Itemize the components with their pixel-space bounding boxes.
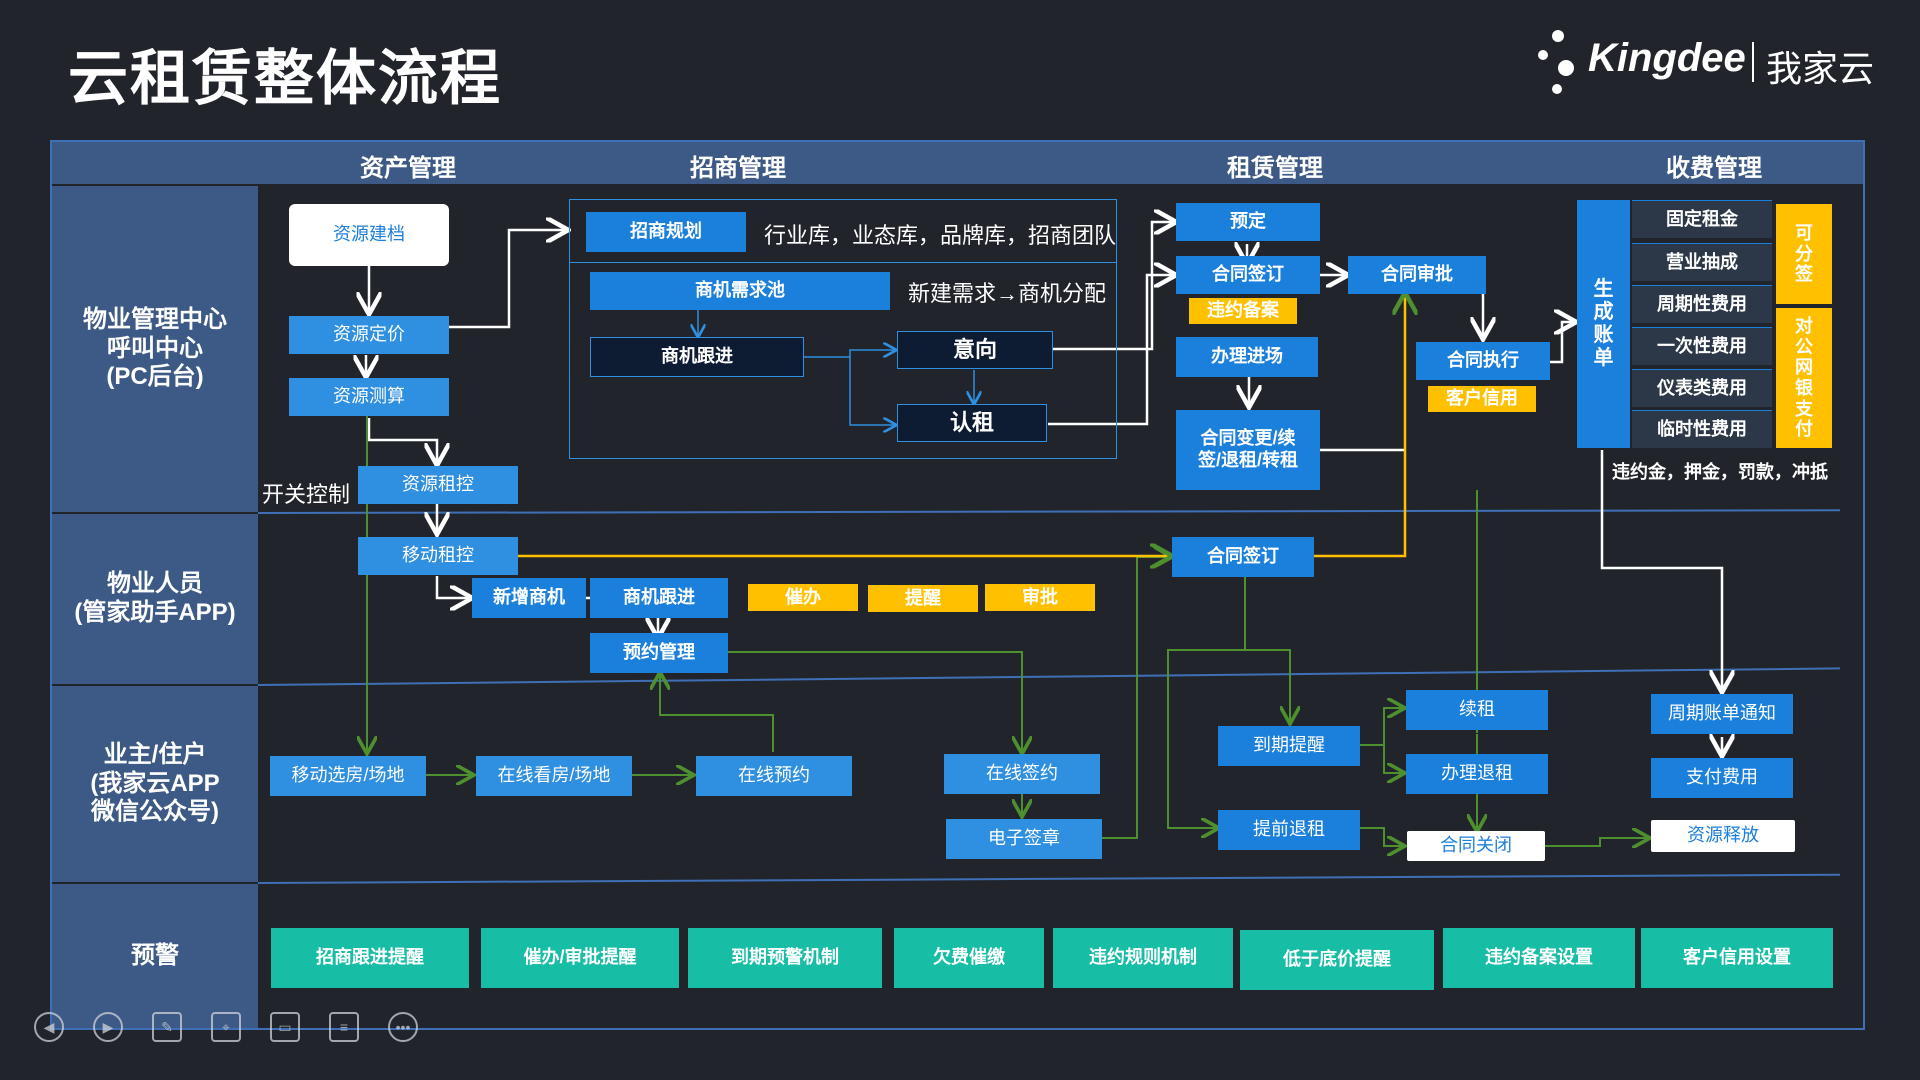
contract-sign-mobile-box: 合同签订	[1172, 537, 1314, 577]
page-title: 云租赁整体流程	[68, 45, 502, 112]
resource-pricing-box: 资源定价	[289, 316, 449, 354]
opportunity-follow-box: 商机跟进	[590, 337, 804, 377]
customer-credit-tag: 客户信用	[1428, 386, 1536, 412]
lane-staff: 物业人员 (管家助手APP)	[52, 514, 258, 684]
fee-item: 一次性费用	[1632, 327, 1772, 365]
renew-box: 续租	[1406, 690, 1548, 730]
fee-item: 临时性费用	[1632, 410, 1772, 448]
merchant-planning-desc: 行业库，业态库，品牌库，招商团队	[764, 223, 1117, 248]
appointment-box: 预约管理	[590, 633, 728, 673]
fee-item: 仪表类费用	[1632, 369, 1772, 407]
merchant-panel-divider	[569, 262, 1117, 263]
warning-item: 欠费催缴	[894, 928, 1044, 988]
mobile-select-box: 移动选房/场地	[270, 756, 426, 796]
camera-icon[interactable]: ▭	[270, 1012, 300, 1042]
column-header-bar: 资产管理 招商管理 租赁管理 收费管理	[52, 142, 1863, 184]
lane-pc: 物业管理中心 呼叫中心 (PC后台)	[52, 186, 258, 512]
warning-item: 催办/审批提醒	[481, 928, 679, 988]
column-asset: 资产管理	[360, 155, 456, 182]
lease-confirm-box: 认租	[897, 404, 1047, 442]
play-icon[interactable]: ▶	[93, 1012, 123, 1042]
switch-control-label: 开关控制	[262, 482, 351, 507]
breach-record-tag: 违约备案	[1189, 298, 1297, 324]
mobile-control-box: 移动租控	[358, 537, 518, 575]
lane-warning: 预警	[52, 884, 258, 1028]
logo-product: 我家云	[1766, 48, 1875, 89]
bill-notice-box: 周期账单通知	[1651, 694, 1793, 734]
lane-owner: 业主/住户 (我家云APP 微信公众号)	[52, 686, 258, 882]
warning-item: 招商跟进提醒	[271, 928, 469, 988]
column-fee: 收费管理	[1666, 155, 1762, 182]
contract-change-box: 合同变更/续 签/退租/转租	[1176, 410, 1320, 490]
split-sign-tag: 可 分 签	[1776, 204, 1832, 304]
reserve-box: 预定	[1176, 203, 1320, 241]
warning-item: 低于底价提醒	[1240, 930, 1434, 990]
pen-icon[interactable]: ✎	[152, 1012, 182, 1042]
remind-tag: 提醒	[868, 585, 978, 612]
prev-icon[interactable]: ◀	[34, 1012, 64, 1042]
approve-tag: 审批	[985, 584, 1095, 611]
warning-item: 违约规则机制	[1053, 928, 1233, 988]
move-in-box: 办理进场	[1176, 337, 1318, 377]
fee-item: 营业抽成	[1632, 243, 1772, 281]
intent-box: 意向	[897, 331, 1053, 369]
corporate-pay-tag: 对 公 网 银 支 付	[1776, 308, 1832, 448]
resource-release-box: 资源释放	[1651, 820, 1795, 852]
chat-icon[interactable]: ≡	[329, 1012, 359, 1042]
penalty-note: 违约金，押金，罚款，冲抵	[1612, 462, 1828, 482]
kingdee-logo: Kingdee 我家云	[1530, 28, 1900, 98]
warning-item: 到期预警机制	[688, 928, 882, 988]
pay-fee-box: 支付费用	[1651, 758, 1793, 798]
fee-item: 周期性费用	[1632, 285, 1772, 323]
online-view-box: 在线看房/场地	[476, 756, 632, 796]
opportunity-pool-desc: 新建需求→商机分配	[908, 281, 1107, 306]
opportunity-pool-box: 商机需求池	[590, 272, 890, 310]
opportunity-follow-mobile-box: 商机跟进	[590, 578, 728, 618]
column-merchant: 招商管理	[690, 155, 786, 182]
new-opportunity-box: 新增商机	[472, 578, 586, 618]
screenshot-icon[interactable]: ⌖	[211, 1012, 241, 1042]
resource-create-box: 资源建档	[289, 204, 449, 266]
online-sign-box: 在线签约	[944, 754, 1100, 794]
diagram-frame	[50, 140, 1865, 1030]
online-booking-box: 在线预约	[696, 756, 852, 796]
e-seal-box: 电子签章	[946, 819, 1102, 859]
resource-control-box: 资源租控	[358, 466, 518, 504]
early-exit-box: 提前退租	[1218, 810, 1360, 850]
merchant-pc-panel	[569, 199, 1117, 459]
resource-calc-box: 资源测算	[289, 378, 449, 416]
warning-item: 违约备案设置	[1443, 928, 1635, 988]
exit-box: 办理退租	[1406, 754, 1548, 794]
more-icon[interactable]: •••	[388, 1012, 418, 1042]
column-lease: 租赁管理	[1227, 155, 1323, 182]
contract-approve-box: 合同审批	[1348, 256, 1486, 294]
merchant-planning-box: 招商规划	[586, 212, 746, 252]
urge-tag: 催办	[748, 584, 858, 611]
contract-close-box: 合同关闭	[1407, 831, 1545, 861]
generate-bill-box: 生 成 账 单	[1577, 200, 1630, 448]
warning-item: 客户信用设置	[1641, 928, 1833, 988]
logo-brand: Kingdee	[1588, 36, 1746, 80]
expire-remind-box: 到期提醒	[1218, 726, 1360, 766]
fee-item: 固定租金	[1632, 200, 1772, 238]
contract-execute-box: 合同执行	[1416, 342, 1550, 380]
contract-sign-box: 合同签订	[1176, 256, 1320, 294]
